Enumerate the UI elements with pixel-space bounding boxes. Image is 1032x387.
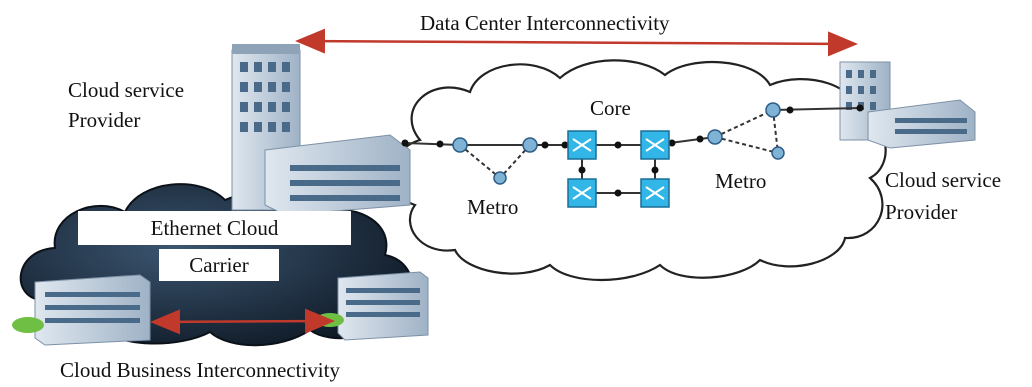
link-junction-dots [401,104,864,197]
left-provider-label-line2: Provider [68,108,141,132]
carrier-label: Carrier [159,249,279,281]
network-cloud-shape [392,59,887,282]
left-provider-label-line1: Cloud service [68,78,185,102]
right-provider-building-icon [839,61,976,149]
data-center-interconnectivity-label: Data Center Interconnectivity [420,11,670,35]
cloud-business-interconnectivity-label: Cloud Business Interconnectivity [60,358,340,382]
ethernet-cloud-label: Ethernet Cloud [78,211,351,245]
metro-right-label: Metro [715,169,767,193]
metro-left-router-icons [452,137,538,185]
data-center-link-arrow [295,28,858,57]
core-switch-icons [567,130,670,208]
right-provider-label-line2: Provider [885,200,958,224]
metro-right-router-icons [707,102,785,160]
core-label: Core [590,96,631,120]
business-link-arrow [150,308,335,335]
left-provider-building-icon [231,44,411,216]
left-business-office-icon [12,274,151,346]
right-provider-label-line1: Cloud service [885,168,1002,192]
metro-left-label: Metro [467,195,519,219]
